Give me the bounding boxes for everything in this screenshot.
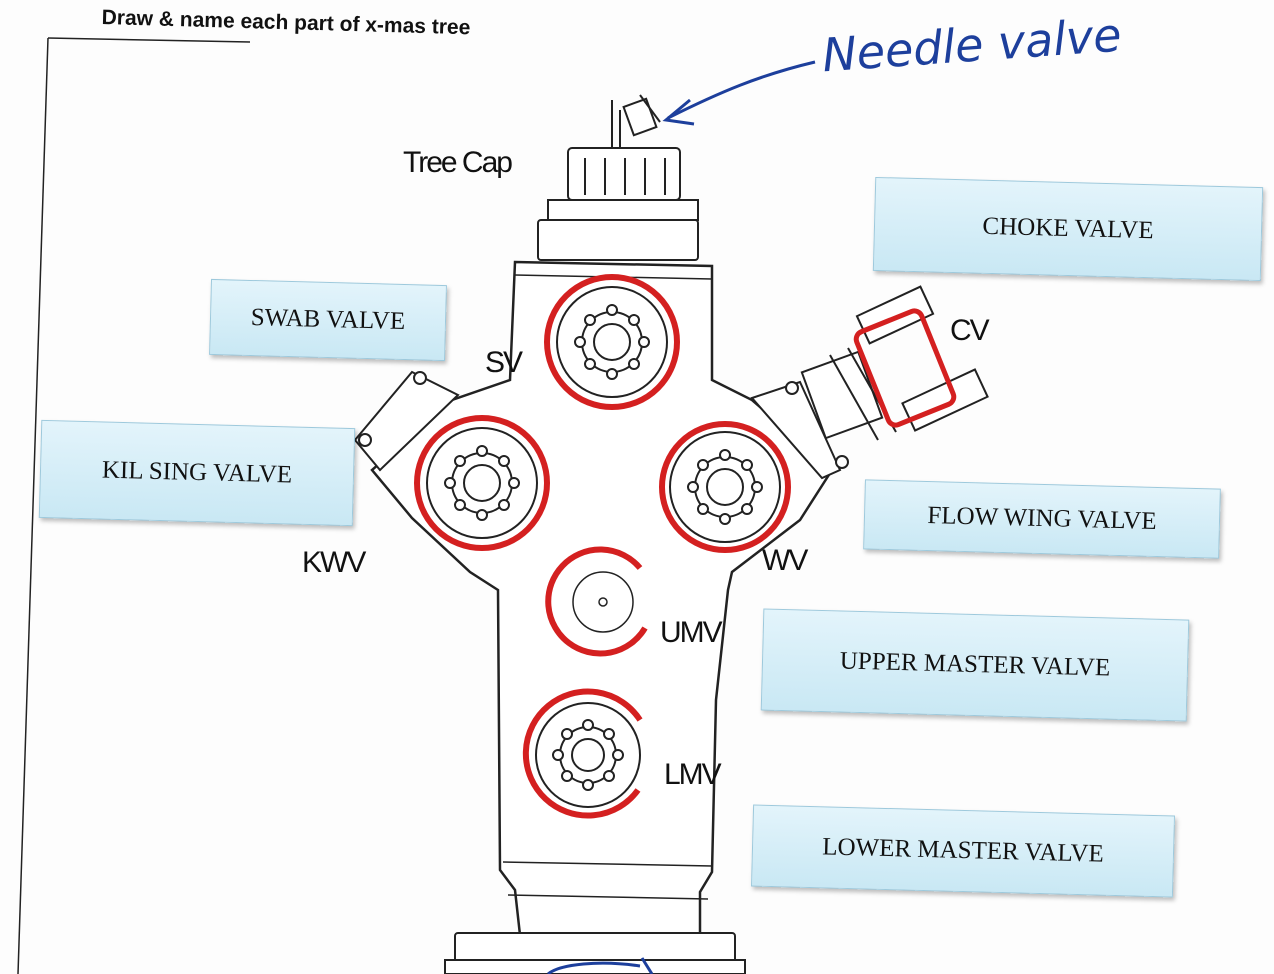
needle-valve (611, 94, 661, 150)
needle-valve-arrowhead (662, 98, 695, 126)
lmv-label: LMV (664, 758, 722, 791)
swab-valve (556, 286, 668, 398)
body-ring (502, 861, 713, 867)
upper-master-valve-highlight (545, 546, 648, 657)
lower-master-valve-highlight (522, 688, 643, 819)
sv-label: SV (485, 346, 523, 379)
page-margin-line (17, 37, 49, 974)
upper-master-valve-box: UPPER MASTER VALVE (760, 608, 1190, 722)
swab-valve-box: SWAB VALVE (209, 278, 447, 362)
flow-wing-valve-box: FLOW WING VALVE (863, 479, 1221, 559)
kill-wing-arm (353, 370, 460, 472)
body-ring (507, 894, 709, 900)
cv-label: CV (950, 314, 990, 347)
tree-cap-label: Tree Cap (403, 146, 513, 179)
umv-label: UMV (660, 616, 723, 649)
kill-wing-valve-highlight (414, 415, 550, 551)
wv-label: WV (762, 544, 808, 577)
base-flange (444, 932, 746, 974)
kill-wing-valve (426, 427, 538, 539)
flow-wing-valve (669, 431, 781, 543)
tree-cap (537, 147, 699, 261)
flow-wing-valve-highlight (659, 421, 791, 553)
kwv-label: KWV (302, 546, 366, 579)
choke-highlight (853, 308, 957, 428)
upper-master-valve (572, 571, 634, 633)
lower-master-valve-box: LOWER MASTER VALVE (750, 804, 1176, 898)
choke-valve-box: CHOKE VALVE (872, 176, 1264, 282)
swab-valve-highlight (544, 274, 680, 410)
page-margin-line (47, 37, 251, 43)
bottom-scribble (547, 957, 654, 974)
needle-valve-arrow (667, 60, 816, 120)
lower-master-valve (535, 702, 641, 808)
kil-sing-valve-box: KIL SING VALVE (38, 419, 356, 527)
